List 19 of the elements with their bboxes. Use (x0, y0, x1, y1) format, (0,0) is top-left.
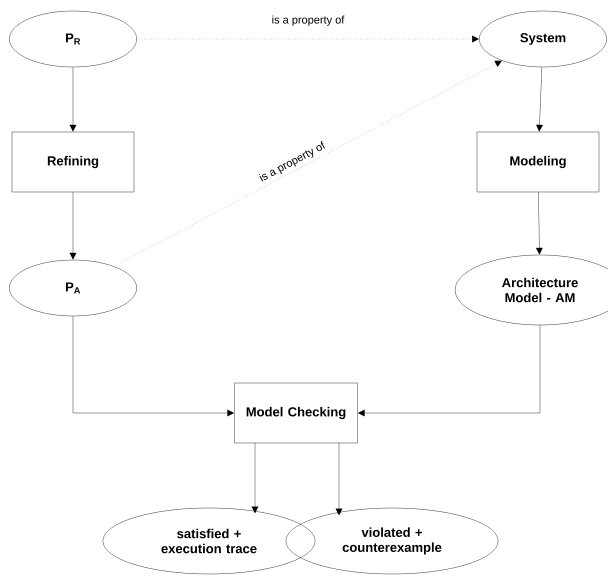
ellipse-node: P$_{R}$ (9, 10, 137, 68)
ellipse-node: violated + counterexample (286, 508, 498, 574)
arrow (358, 325, 540, 416)
arrow (336, 442, 342, 516)
ellipse-node: P$_{A}$ (9, 260, 137, 316)
arrow (252, 442, 258, 514)
process-box: Refining (12, 132, 134, 192)
ellipse-node: System (479, 10, 607, 68)
arrow (72, 316, 234, 416)
arrow (136, 36, 479, 42)
process-box: Model Checking (234, 382, 358, 444)
arrow (70, 67, 76, 132)
arrow (114, 60, 502, 267)
process-box: Modeling (476, 132, 600, 192)
edge-label: is a property of (270, 14, 346, 27)
ellipse-node: satisfied + execution trace (102, 508, 316, 574)
arrow (536, 192, 543, 255)
arrow (536, 67, 543, 132)
arrow (70, 192, 76, 260)
